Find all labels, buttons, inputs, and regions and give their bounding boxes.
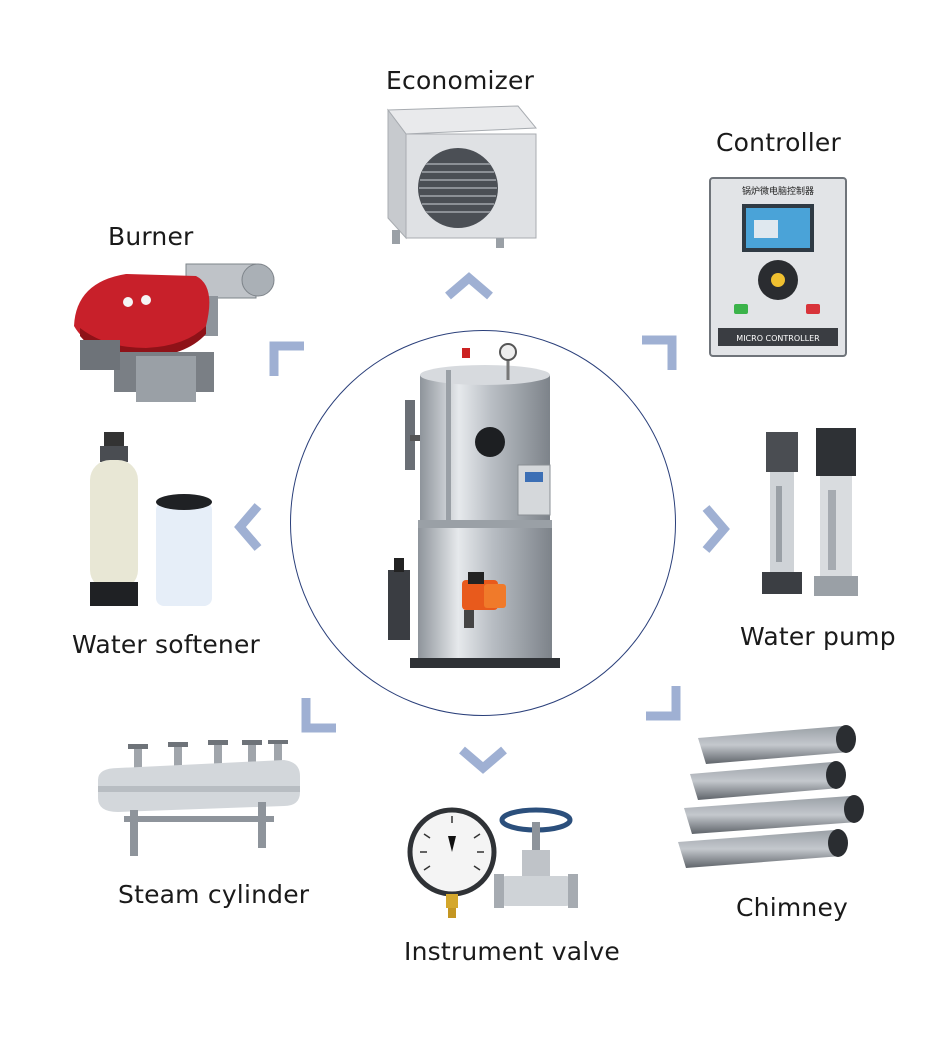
- boiler-image: [380, 340, 580, 680]
- chevron-arrow-icon: [296, 692, 342, 738]
- water-pump-image: [756, 426, 866, 600]
- label-water-softener: Water softener: [72, 630, 261, 659]
- chevron-arrow-icon: [640, 680, 686, 726]
- controller-panel-text: MICRO CONTROLLER: [736, 334, 820, 343]
- label-chimney: Chimney: [736, 893, 849, 922]
- center-circle: [290, 330, 676, 716]
- steam-cylinder-image: [88, 740, 308, 860]
- controller-screen-text: 锅炉微电脑控制器: [742, 185, 814, 197]
- label-burner: Burner: [108, 222, 194, 251]
- burner-image: [66, 256, 276, 406]
- economizer-image: [378, 100, 548, 250]
- chevron-arrow-icon: [458, 746, 508, 776]
- label-water-pump: Water pump: [740, 622, 896, 651]
- chevron-arrow-icon: [636, 330, 682, 376]
- chimney-image: [672, 716, 872, 886]
- label-steam-cylinder: Steam cylinder: [118, 880, 310, 909]
- chevron-arrow-icon: [232, 502, 264, 552]
- chevron-arrow-icon: [700, 504, 732, 554]
- label-economizer: Economizer: [386, 66, 535, 95]
- water-softener-image: [74, 432, 224, 612]
- label-instrument-valve: Instrument valve: [404, 937, 620, 966]
- chevron-arrow-icon: [444, 270, 494, 300]
- chevron-arrow-icon: [264, 336, 310, 382]
- controller-image: 锅炉微电脑控制器 MICRO CONTROLLER: [708, 176, 848, 358]
- label-controller: Controller: [716, 128, 841, 157]
- instrument-valve-image: [404, 800, 584, 925]
